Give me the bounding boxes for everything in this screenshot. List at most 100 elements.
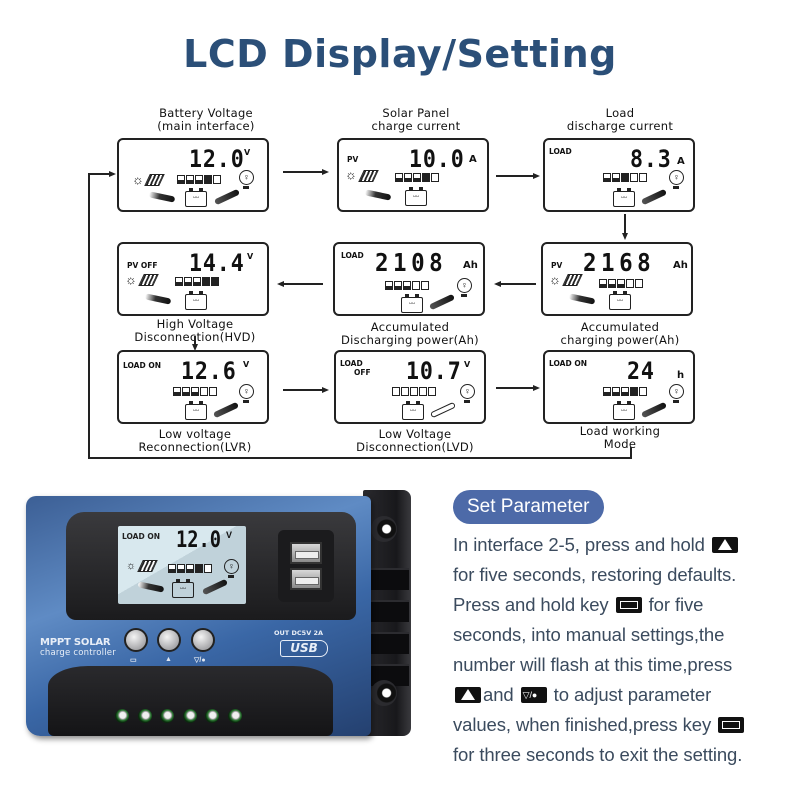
set-button[interactable] [124,628,148,652]
loop-left-line [88,173,90,458]
caption-accumulated-discharge: Accumulated Discharging power(Ah) [341,320,479,347]
arrow-head-left-icon [494,281,501,287]
discharge-flow-off-icon [429,401,457,419]
caption-battery-voltage: Battery Voltage (main interface) [157,106,255,133]
discharge-flow-icon [640,401,668,419]
page-title: LCD Display/Setting [183,32,617,76]
up-key-icon: ▲ [165,656,172,663]
lcd-screen-accumulated-discharge: LOAD 2108 Ah ♀ ᵕᵕ [333,242,485,316]
battery-icon: ᵕᵕ [613,401,635,420]
brand-subtitle: charge controller [40,648,116,658]
battery-icon: ᵕᵕ [613,188,635,207]
caption-load-current: Load discharge current [566,106,674,133]
up-key-icon [455,687,481,703]
battery-level-icon [168,564,212,573]
terminal-screw-icon [160,709,174,723]
usb-port-1[interactable] [290,542,322,564]
charge-flow-icon [137,581,165,593]
solar-panel-icon [137,560,158,572]
discharge-flow-icon [640,188,668,206]
solar-panel-icon [562,274,583,286]
caption-lvd: Low Voltage Disconnection(LVD) [356,427,474,454]
usb-output-label: OUT DC5V 2A [274,629,324,637]
charge-flow-icon [144,293,172,305]
usb-port-2[interactable] [290,568,322,590]
solar-panel-icon [138,274,159,286]
down-button[interactable] [191,628,215,652]
battery-level-icon [395,173,439,182]
caption-accumulated-charge: Accumulated charging power(Ah) [560,320,680,347]
arrow-head-down-icon [192,344,198,351]
charge-controller-photo: LOAD ON 12.0 V ☼ ♀ ᵕᵕ MPPT SOLAR charge … [8,488,413,750]
battery-level-icon [603,173,647,182]
arrow-3-4 [624,214,626,234]
battery-icon: ᵕᵕ [172,579,194,598]
terminal-panel [48,666,333,736]
battery-icon: ᵕᵕ [401,294,423,313]
battery-icon: ᵕᵕ [609,291,631,310]
arrow-head-left-icon [277,281,284,287]
arrow-head-down-icon [622,233,628,240]
brand-name: MPPT SOLAR [40,637,111,648]
lcd-screen-lvd: LOAD OFF 10.7 V ♀ ᵕᵕ [334,350,486,424]
loop-bottom-line [88,457,632,459]
terminal-screw-icon [115,709,129,723]
lcd-screen-accumulated-charge: PV 2168 Ah ☼ ᵕᵕ [541,242,693,316]
up-key-icon [711,537,738,553]
usb-logo-icon: USB [280,640,328,657]
down-key-icon: ▽/● [194,657,206,664]
up-button[interactable] [157,628,181,652]
battery-icon: ᵕᵕ [405,187,427,206]
lcd-screen-load-working-mode: LOAD ON 24 h ♀ ᵕᵕ [543,350,695,424]
charge-flow-icon [364,189,392,201]
sun-icon: ☼ [549,272,561,287]
battery-level-icon [603,387,647,396]
sun-icon: ☼ [125,272,137,287]
lcd-screen-solar-current: PV 10.0 A ☼ ᵕᵕ [337,138,489,212]
battery-icon: ᵕᵕ [185,291,207,310]
battery-level-icon [385,281,429,290]
battery-level-icon [173,387,217,396]
battery-icon: ᵕᵕ [185,401,207,420]
terminal-screw-icon [228,709,242,723]
discharge-flow-icon [201,578,229,596]
caption-load-working-mode: Load working Mode [579,424,661,451]
set-parameter-instructions: In interface 2-5, press and hold for fiv… [453,530,793,770]
lcd-screen-load-current: LOAD 8.3 A ♀ ᵕᵕ [543,138,695,212]
lcd-tag-off: OFF [354,368,371,377]
discharge-flow-icon [213,188,241,206]
battery-level-icon [175,277,219,286]
arrow-2-3 [496,175,534,177]
arrow-head-right-icon [322,387,329,393]
battery-icon: ᵕᵕ [402,401,424,420]
arrow-head-right-icon [533,385,540,391]
discharge-flow-icon [212,401,240,419]
lcd-tag-load: LOAD [340,359,363,368]
arrow-5-6 [283,283,323,285]
arrow-4-5 [500,283,536,285]
caption-solar-panel-current: Solar Panel charge current [371,106,461,133]
caption-lvr: Low voltage Reconnection(LVR) [138,427,252,454]
bulb-icon: ♀ [669,170,684,189]
terminal-screw-icon [205,709,219,723]
arrow-7-8 [283,389,323,391]
bulb-icon: ♀ [457,278,472,297]
arrow-1-2 [283,171,323,173]
down-key-icon [520,687,547,703]
usb-ports [278,530,334,602]
device-lcd: LOAD ON 12.0 V ☼ ♀ ᵕᵕ [118,526,246,604]
bulb-icon: ♀ [669,384,684,403]
lcd-screen-lvr: LOAD ON 12.6 V ♀ ᵕᵕ [117,350,269,424]
terminal-screw-icon [183,709,197,723]
heatsink-side [363,490,411,736]
set-key-icon [718,717,745,733]
battery-level-icon [392,387,436,396]
bulb-icon: ♀ [460,384,475,403]
arrow-8-9 [496,387,534,389]
discharge-flow-icon [428,293,456,311]
arrow-head-right-icon [322,169,329,175]
bulb-icon: ♀ [224,559,239,578]
charge-flow-icon [568,293,596,305]
sun-icon: ☼ [132,172,144,187]
charge-flow-icon [148,191,176,203]
